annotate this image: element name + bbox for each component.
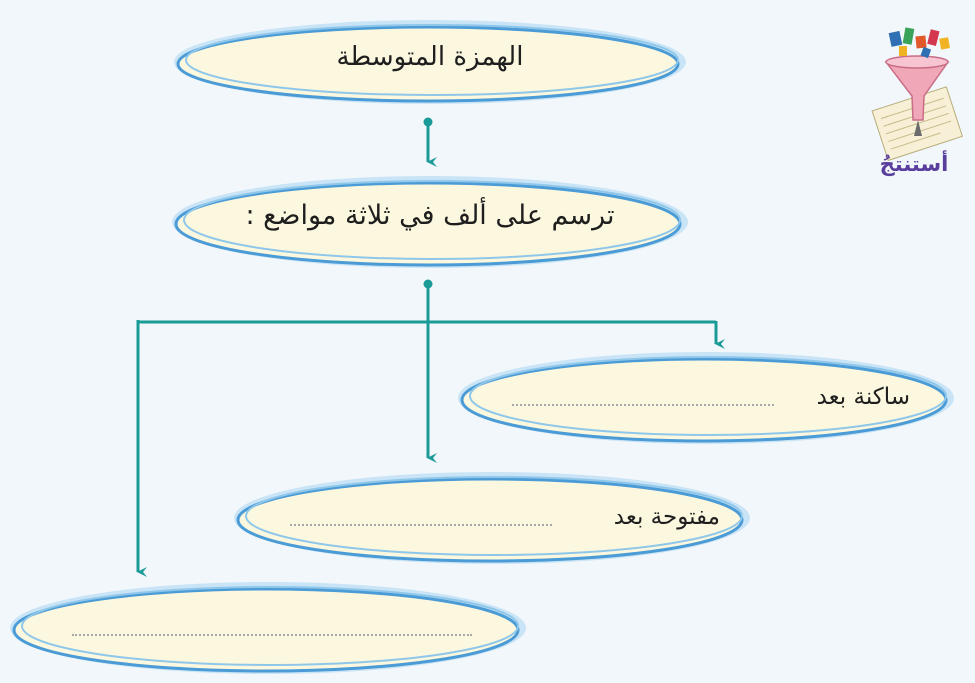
rule-bubble bbox=[172, 176, 688, 268]
case-1-label: ساكنة بعد bbox=[816, 384, 910, 410]
root-bubble bbox=[174, 20, 686, 104]
connector-branches bbox=[136, 279, 725, 577]
case-bubble-1 bbox=[458, 352, 954, 444]
case-2-label: مفتوحة بعد bbox=[613, 504, 720, 530]
connector-root-rule bbox=[423, 117, 437, 167]
case-bubble-3 bbox=[10, 582, 526, 674]
case-1-blank bbox=[512, 404, 774, 406]
case-2-blank bbox=[290, 524, 552, 526]
root-label: الهمزة المتوسطة bbox=[336, 42, 524, 72]
badge-label: أستنتجُ bbox=[879, 152, 949, 176]
case-3-blank bbox=[72, 634, 472, 636]
funnel-paper-icon bbox=[871, 27, 964, 162]
rule-label: ترسم على ألف في ثلاثة مواضع : bbox=[245, 200, 615, 231]
case-bubble-2 bbox=[234, 472, 750, 564]
